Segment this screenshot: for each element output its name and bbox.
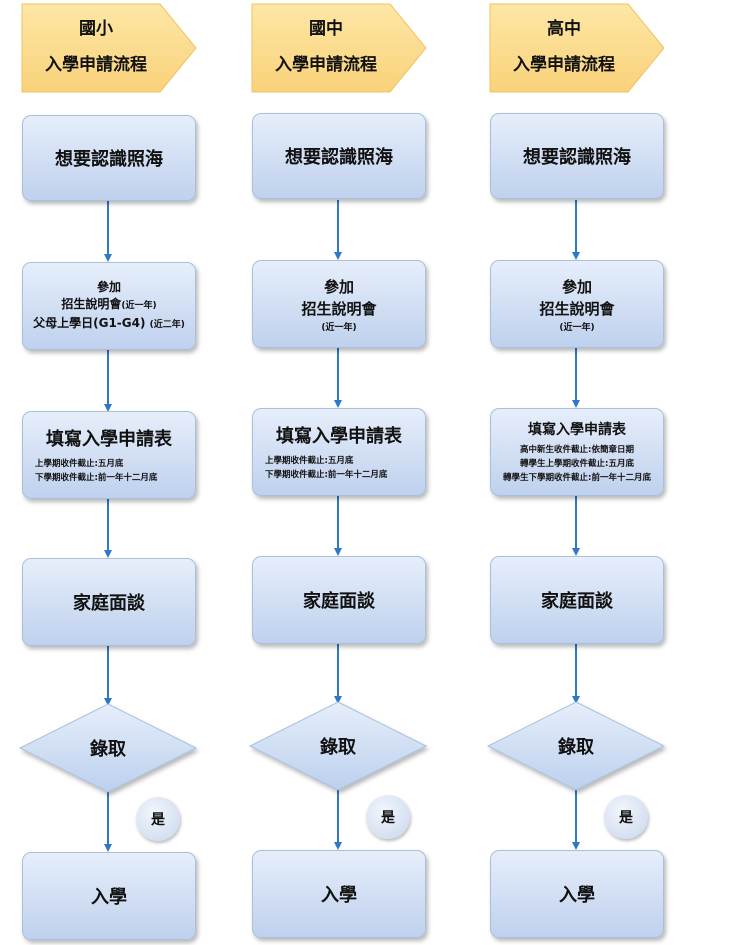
step-note: (近一年) (559, 322, 595, 333)
header-shape-elementary (21, 3, 197, 93)
step-label: 家庭面談 (73, 593, 145, 614)
yes-badge-junior: 是 (366, 795, 410, 839)
header-subtitle: 入學申請流程 (275, 55, 377, 75)
header-level: 國小 (79, 19, 113, 39)
deadline-note: 上學期收件截止:五月底 (265, 456, 354, 466)
step-line: 招生說明會 (539, 299, 615, 318)
step-title: 填寫入學申請表 (46, 429, 172, 450)
decision-diamond-senior (486, 701, 666, 791)
step-enroll-junior: 入學 (252, 850, 426, 938)
deadline-note: 轉學生下學期收件截止:前一年十二月底 (503, 473, 651, 483)
step-learn-senior: 想要認識照海 (490, 113, 664, 199)
step-label: 家庭面談 (303, 591, 375, 612)
step-label: 家庭面談 (541, 591, 613, 612)
step-title: 參加 (561, 277, 592, 296)
header-shape-junior (251, 3, 427, 93)
deadline-note: 下學期收件截止:前一年十二月底 (35, 473, 158, 483)
step-line: 招生說明會 (301, 299, 377, 318)
deadline-note: 下學期收件截止:前一年十二月底 (265, 470, 388, 480)
step-learn-elementary: 想要認識照海 (22, 115, 196, 201)
step-line: 招生說明會(近一年) (61, 296, 157, 311)
header-subtitle: 入學申請流程 (513, 55, 615, 75)
step-interview-junior: 家庭面談 (252, 556, 426, 644)
decision-diamond-elementary (18, 703, 198, 793)
header-level: 國中 (309, 19, 343, 39)
step-apply-elementary: 填寫入學申請表 上學期收件截止:五月底 下學期收件截止:前一年十二月底 (22, 411, 196, 499)
step-label: 入學 (321, 885, 357, 906)
step-line: 父母上學日(G1-G4) (近二年) (33, 315, 185, 330)
decision-diamond-junior (248, 701, 428, 791)
step-attend-elementary: 參加 招生說明會(近一年) 父母上學日(G1-G4) (近二年) (22, 262, 196, 350)
step-label: 想要認識照海 (285, 147, 393, 168)
deadline-note: 轉學生上學期收件截止:五月底 (520, 459, 634, 469)
step-enroll-elementary: 入學 (22, 852, 196, 940)
yes-badge-elementary: 是 (136, 797, 180, 841)
step-label: 入學 (91, 887, 127, 908)
header-subtitle: 入學申請流程 (45, 55, 147, 75)
decision-label-senior: 錄取 (558, 737, 594, 758)
step-learn-junior: 想要認識照海 (252, 113, 426, 199)
step-attend-senior: 參加 招生說明會 (近一年) (490, 260, 664, 348)
header-elementary: 國小 入學申請流程 (22, 4, 196, 90)
header-level: 高中 (547, 19, 581, 39)
header-senior: 高中 入學申請流程 (490, 4, 664, 90)
step-apply-senior: 填寫入學申請表 高中新生收件截止:依簡章日期 轉學生上學期收件截止:五月底 轉學… (490, 408, 664, 496)
step-apply-junior: 填寫入學申請表 上學期收件截止:五月底 下學期收件截止:前一年十二月底 (252, 408, 426, 496)
deadline-note: 上學期收件截止:五月底 (35, 459, 124, 469)
step-title: 填寫入學申請表 (276, 426, 402, 447)
step-label: 想要認識照海 (523, 147, 631, 168)
step-title: 參加 (323, 277, 354, 296)
step-label: 入學 (559, 885, 595, 906)
deadline-note: 高中新生收件截止:依簡章日期 (520, 445, 634, 455)
decision-label-junior: 錄取 (320, 737, 356, 758)
header-junior: 國中 入學申請流程 (252, 4, 426, 90)
step-label: 想要認識照海 (55, 149, 163, 170)
step-interview-elementary: 家庭面談 (22, 558, 196, 646)
step-attend-junior: 參加 招生說明會 (近一年) (252, 260, 426, 348)
step-title: 參加 (96, 279, 121, 294)
step-title: 填寫入學申請表 (528, 422, 626, 438)
step-enroll-senior: 入學 (490, 850, 664, 938)
decision-label-elementary: 錄取 (90, 739, 126, 760)
yes-badge-senior: 是 (604, 795, 648, 839)
step-note: (近一年) (321, 322, 357, 333)
step-interview-senior: 家庭面談 (490, 556, 664, 644)
header-shape-senior (489, 3, 665, 93)
